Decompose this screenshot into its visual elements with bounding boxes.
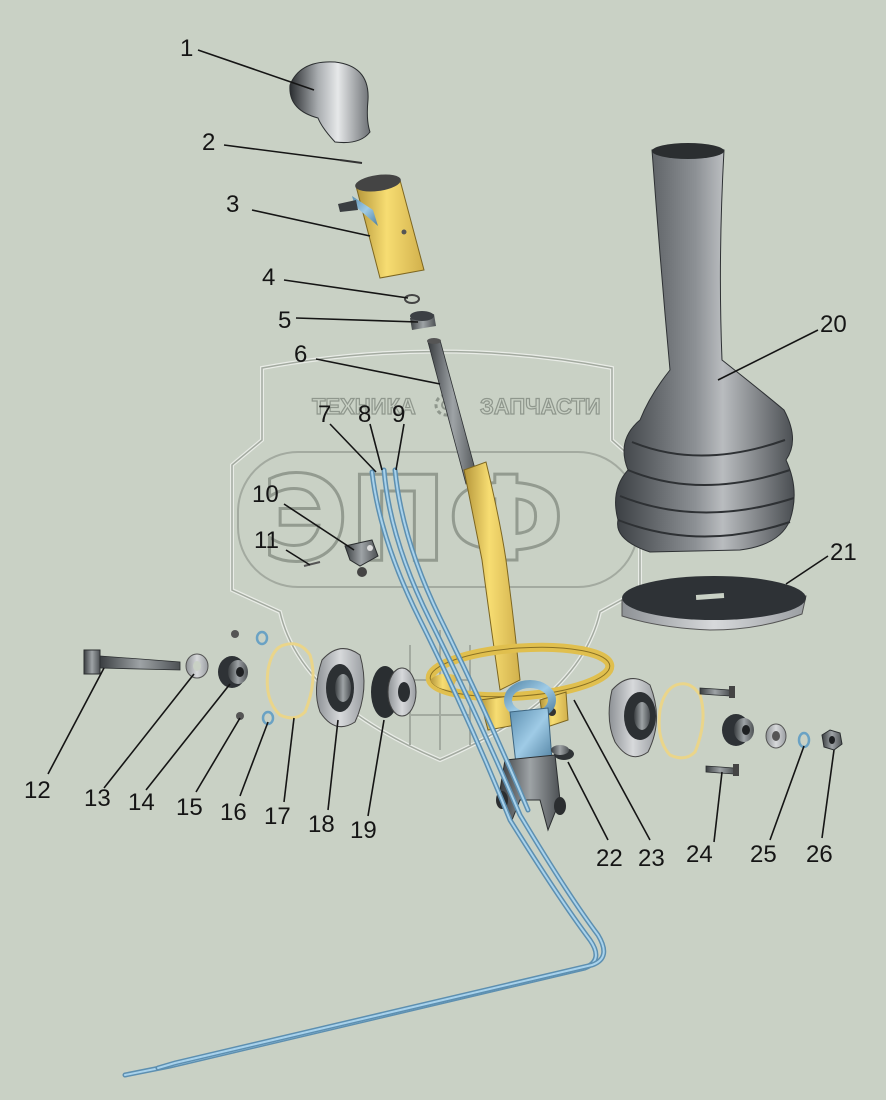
- callout-1: 1: [180, 35, 193, 62]
- part-25-washer: [797, 731, 811, 749]
- part-15-nut-top: [231, 630, 239, 638]
- callout-14: 14: [128, 789, 155, 816]
- callout-20: 20: [820, 311, 847, 338]
- part-26-nut: [821, 729, 843, 751]
- part-16-washer-top: [255, 630, 269, 646]
- callout-22: 22: [596, 845, 623, 872]
- part-1-knob: [289, 61, 371, 143]
- callout-10: 10: [252, 481, 279, 508]
- part-14-rubber-bushing: [218, 656, 248, 688]
- part-right-flange: [608, 678, 658, 758]
- callout-23: 23: [638, 845, 665, 872]
- part-4-ring: [404, 294, 420, 304]
- watermark-text-left: ТЕХНИКА: [312, 394, 416, 419]
- part-24-bolts: [699, 686, 739, 776]
- part-15-nut: [236, 712, 244, 720]
- watermark-logo: ЭПФ: [262, 450, 564, 588]
- watermark-shield-outline: [231, 350, 641, 761]
- part-11-cotter: [303, 561, 321, 567]
- callout-4: 4: [262, 264, 275, 291]
- part-21-plate: [621, 576, 807, 631]
- callout-11: 11: [254, 527, 279, 554]
- part-17-gasket: [265, 642, 315, 720]
- part-7-8-9-cables: [122, 467, 607, 1078]
- part-right-gasket: [657, 682, 705, 760]
- part-6-lever: [427, 338, 521, 691]
- callout-25: 25: [750, 841, 777, 868]
- watermark-text-right: ЗАПЧАСТИ: [480, 394, 601, 419]
- callout-8: 8: [358, 401, 371, 428]
- callout-18: 18: [308, 811, 335, 838]
- part-22-small-bushing: [551, 745, 574, 760]
- part-10-clip: [344, 539, 379, 577]
- callout-13: 13: [84, 785, 111, 812]
- part-19-bearing: [371, 666, 417, 718]
- callout-21: 21: [830, 539, 857, 566]
- callout-16: 16: [220, 799, 247, 826]
- part-2-pin: [339, 159, 363, 164]
- part-18-flange: [316, 648, 365, 728]
- callout-6: 6: [294, 341, 307, 368]
- callout-12: 12: [24, 777, 51, 804]
- part-3-sleeve: [338, 174, 425, 279]
- watermark: ТЕХНИКА ЗАПЧАСТИ ЭПФ: [230, 349, 642, 763]
- callout-labels: 1 2 3 4 5 6 7 8 9 10 11 12 13 14 15 16 1…: [24, 35, 857, 872]
- part-20-boot: [615, 143, 795, 553]
- callout-26: 26: [806, 841, 833, 868]
- callout-7: 7: [318, 401, 331, 428]
- callout-15: 15: [176, 794, 203, 821]
- part-12-bolt: [83, 649, 181, 675]
- callout-24: 24: [686, 841, 713, 868]
- callout-5: 5: [278, 307, 291, 334]
- callout-19: 19: [350, 817, 377, 844]
- callout-2: 2: [202, 129, 215, 156]
- part-right-bushing: [722, 714, 754, 746]
- part-right-washer: [765, 723, 787, 749]
- leader-lines: [47, 49, 835, 843]
- part-5-bushing: [410, 311, 436, 330]
- callout-9: 9: [392, 401, 405, 428]
- callout-17: 17: [264, 803, 291, 830]
- callout-3: 3: [226, 191, 239, 218]
- part-13-washer: [185, 653, 209, 679]
